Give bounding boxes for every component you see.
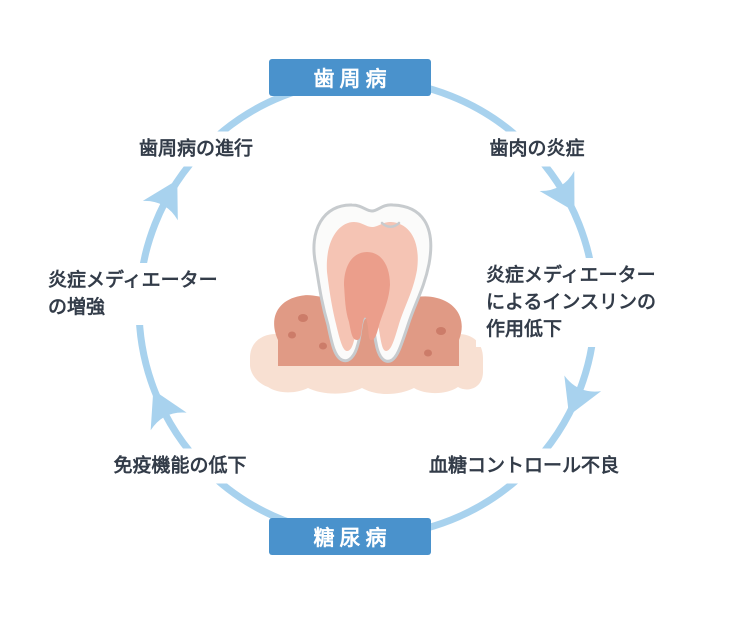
gum-spot [288,331,296,339]
label-insulin-impairment: 炎症メディエーター によるインスリンの 作用低下 [476,258,667,347]
step-label-text: 炎症メディエーター [486,265,656,286]
gum-spot [298,314,308,322]
label-periodontal-progression: 歯周病の進行 [128,131,264,167]
node-diabetes-label: 糖尿病 [313,526,392,550]
step-label-text: 血糖コントロール不良 [428,455,620,477]
step-label-text: 作用低下 [486,319,563,340]
step-label-text: の増強 [48,297,106,318]
tooth-illustration [250,203,483,394]
cycle-arrow-icon [539,171,575,212]
gum-spot [319,342,327,350]
step-label-text: 免疫機能の低下 [113,455,247,477]
node-periodontal-disease: 歯周病 [269,59,431,96]
gum-spot [424,349,432,357]
cycle-arrow-icon [150,389,187,431]
node-periodontal-disease-label: 歯周病 [313,67,392,91]
gum-spot [436,327,446,335]
cycle-arrow-icon [564,375,602,416]
crown-notch-line [380,221,401,228]
step-label-text: によるインスリンの [486,292,657,313]
step-label-text: 歯肉の炎症 [489,138,585,160]
step-label-text: 歯周病の進行 [138,138,254,160]
cycle-arrow-icon [142,179,178,221]
pulp-shape [344,252,390,340]
node-diabetes: 糖尿病 [269,518,431,555]
label-poor-glycemic-control: 血糖コントロール不良 [418,448,630,484]
step-label-text: 炎症メディエーター [48,270,218,291]
label-inflammatory-mediator-increase: 炎症メディエーター の増強 [38,263,228,325]
label-gum-inflammation: 歯肉の炎症 [479,131,595,167]
label-immune-decline: 免疫機能の低下 [103,448,257,484]
